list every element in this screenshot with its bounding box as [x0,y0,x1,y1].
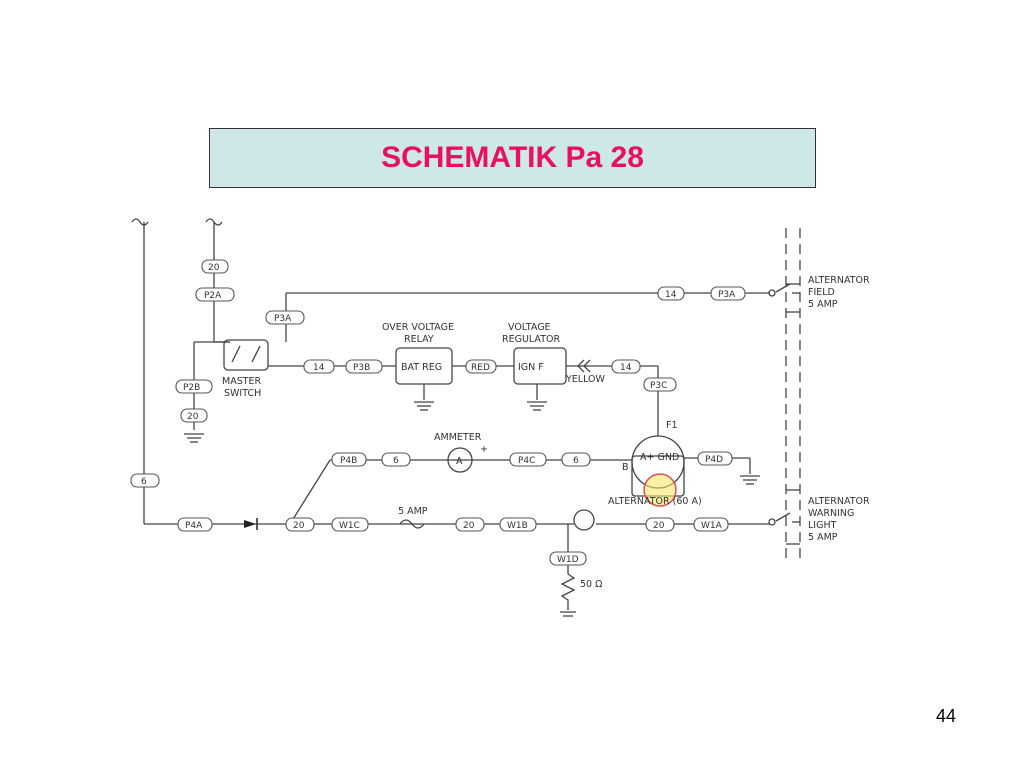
wire-label: P4C [518,456,535,466]
wire-label: 20 [208,263,220,273]
wire-label: P3A [718,290,736,300]
ign-f-label: IGN F [518,362,544,373]
wire-label: P4D [705,455,723,465]
highlight-circle [643,473,677,507]
b-terminal-label: B [622,462,629,473]
ammeter-plus: + [480,444,488,455]
slide-title: SCHEMATIK Pa 28 [381,141,644,174]
warning-light-label: LIGHT [808,520,837,531]
wire-label: P4B [340,456,357,466]
wire-break-left [131,218,149,226]
ammeter-symbol: A [456,456,463,467]
wire-label: P3B [353,363,370,373]
title-banner: SCHEMATIK Pa 28 [209,128,816,188]
wire-label: 20 [293,521,305,531]
alternator-field-label: FIELD [808,287,835,298]
over-voltage-relay-label: OVER VOLTAGE [382,322,454,333]
wire-label: RED [471,363,490,373]
wire-label: 20 [187,412,199,422]
yellow-wire-label: YELLOW [565,374,606,385]
fuse-label: 5 AMP [398,506,428,517]
fuse-symbol [399,519,425,529]
voltage-regulator-label: VOLTAGE [508,322,551,333]
a-gnd-label: A+ GND [640,452,679,463]
wire-label: 6 [393,456,399,466]
wire-label: 20 [463,521,475,531]
alternator-field-label: ALTERNATOR [808,275,870,286]
wire-label: W1A [701,521,723,531]
resistor-label: 50 Ω [580,579,602,590]
wire-label: P2B [183,383,200,393]
over-voltage-relay-label: RELAY [404,334,434,345]
wire-label: 14 [313,363,325,373]
f1-terminal-label: F1 [666,420,678,431]
wire-label: 6 [573,456,579,466]
wire-label: P3C [650,381,667,391]
wire-label: 20 [653,521,665,531]
warning-light-label: WARNING [808,508,854,519]
master-switch-label: MASTER [222,376,262,387]
page-number: 44 [936,706,957,726]
warning-light-label: ALTERNATOR [808,496,870,507]
warning-light-label: 5 AMP [808,532,838,543]
wire-label: P3A [274,314,292,324]
master-switch-label: SWITCH [224,388,261,399]
wire-label: P2A [204,291,222,301]
wire-label: W1C [339,521,360,531]
alternator-label: ALTERNATOR (60 A) [608,496,702,507]
wire-label: W1D [557,555,579,565]
alternator-field-label: 5 AMP [808,299,838,310]
wire-label: P4A [185,521,203,531]
wire-label: 6 [141,477,147,487]
voltage-regulator-label: REGULATOR [502,334,560,345]
wire-label: 14 [620,363,632,373]
wire-label: W1B [507,521,528,531]
wire-label: 14 [665,290,677,300]
ammeter-label: AMMETER [434,432,482,443]
diode-symbol [244,520,256,528]
bat-reg-label: BAT REG [401,362,442,373]
